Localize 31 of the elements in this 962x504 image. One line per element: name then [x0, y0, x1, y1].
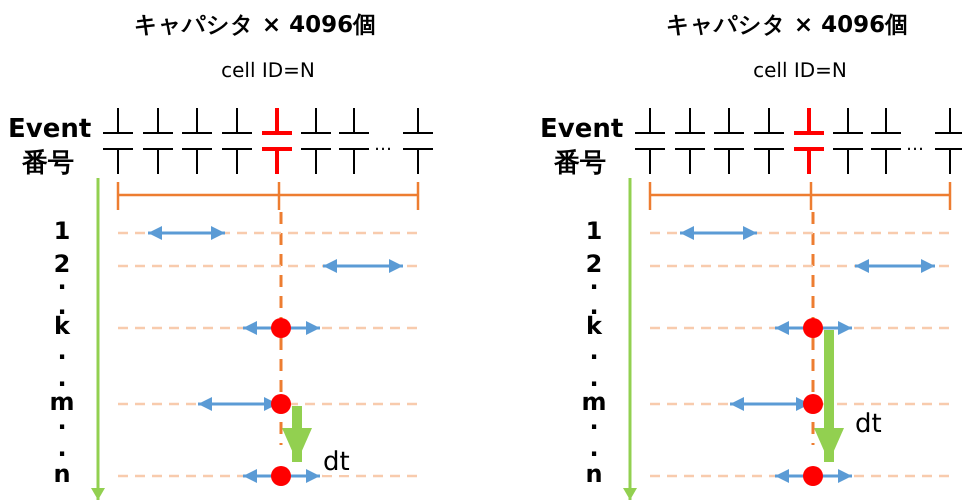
row-label: .	[589, 366, 599, 390]
row-label: .	[57, 366, 67, 390]
ellipsis: …	[906, 136, 924, 154]
row-label: n	[585, 462, 603, 486]
axis-label: Event	[8, 116, 92, 142]
event-dot	[803, 394, 823, 414]
axis-label: 番号	[22, 150, 74, 176]
cell-id-label: cell ID=N	[221, 60, 315, 80]
event-dot	[271, 394, 291, 414]
arrow	[282, 406, 312, 462]
row-label: k	[586, 314, 602, 338]
arrow	[814, 330, 844, 462]
row-label: n	[53, 462, 71, 486]
axis-label: 番号	[554, 150, 606, 176]
row-label: 1	[586, 219, 602, 243]
row-label: .	[57, 436, 67, 460]
row-label: .	[57, 339, 67, 363]
row-label: 1	[54, 219, 70, 243]
axis-label: Event	[540, 116, 624, 142]
edge-label: dt	[323, 449, 350, 475]
ellipsis: …	[374, 136, 392, 154]
event-dot	[803, 466, 823, 486]
row-label: .	[589, 436, 599, 460]
row-label: .	[589, 339, 599, 363]
event-dot	[271, 318, 291, 338]
row-label: k	[54, 314, 70, 338]
panel-title: キャパシタ × 4096個	[666, 14, 908, 37]
event-dot	[803, 318, 823, 338]
panel-title: キャパシタ × 4096個	[134, 14, 376, 37]
cell-id-label: cell ID=N	[753, 60, 847, 80]
event-dot	[271, 466, 291, 486]
